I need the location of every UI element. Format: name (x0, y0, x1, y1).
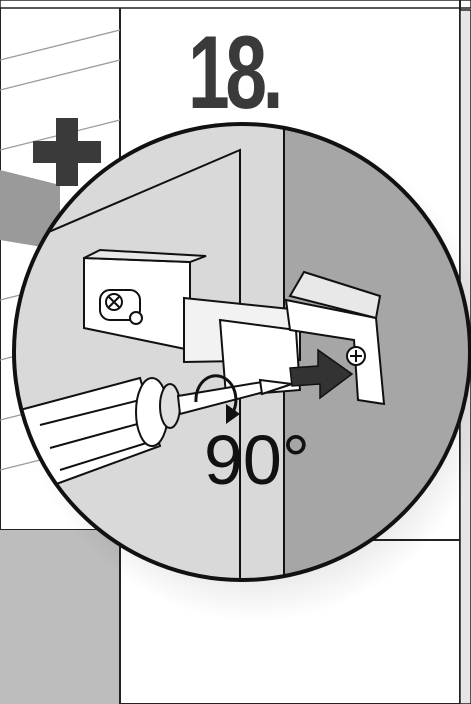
top-strip (0, 0, 471, 9)
magnifier-border (12, 122, 471, 582)
rotate-clockwise-icon (194, 374, 240, 424)
plus-icon (33, 118, 101, 186)
screwdriver-icon (18, 376, 293, 492)
rotation-angle-label: 90° (204, 421, 310, 499)
hinge-illustration (83, 248, 386, 406)
step-number: 18. (188, 15, 283, 131)
push-arrow-icon (289, 348, 354, 400)
